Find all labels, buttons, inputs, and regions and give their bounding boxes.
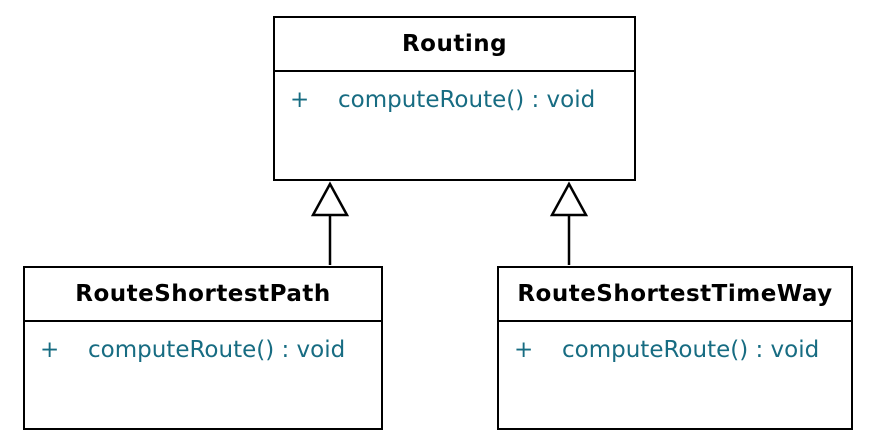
method-signature: computeRoute() : void (88, 337, 346, 363)
class-title: Routing (275, 18, 634, 72)
generalization-arrow-routeshortesttimeway-to-routing (549, 181, 589, 265)
inheritance-triangle-icon (310, 181, 350, 217)
inheritance-triangle-icon (549, 181, 589, 217)
class-box-route-shortest-time-way: RouteShortestTimeWay + computeRoute() : … (497, 266, 853, 430)
method-compute-route: + computeRoute() : void (25, 322, 381, 363)
visibility-public-plus: + (40, 337, 60, 363)
method-compute-route: + computeRoute() : void (275, 72, 634, 113)
method-signature: computeRoute() : void (562, 337, 820, 363)
class-box-routing: Routing + computeRoute() : void (273, 16, 636, 181)
class-title: RouteShortestPath (25, 268, 381, 322)
visibility-public-plus: + (290, 87, 310, 113)
method-signature: computeRoute() : void (338, 87, 596, 113)
class-title: RouteShortestTimeWay (499, 268, 851, 322)
class-box-route-shortest-path: RouteShortestPath + computeRoute() : voi… (23, 266, 383, 430)
generalization-arrow-routeshortestpath-to-routing (310, 181, 350, 265)
visibility-public-plus: + (514, 337, 534, 363)
method-compute-route: + computeRoute() : void (499, 322, 851, 363)
